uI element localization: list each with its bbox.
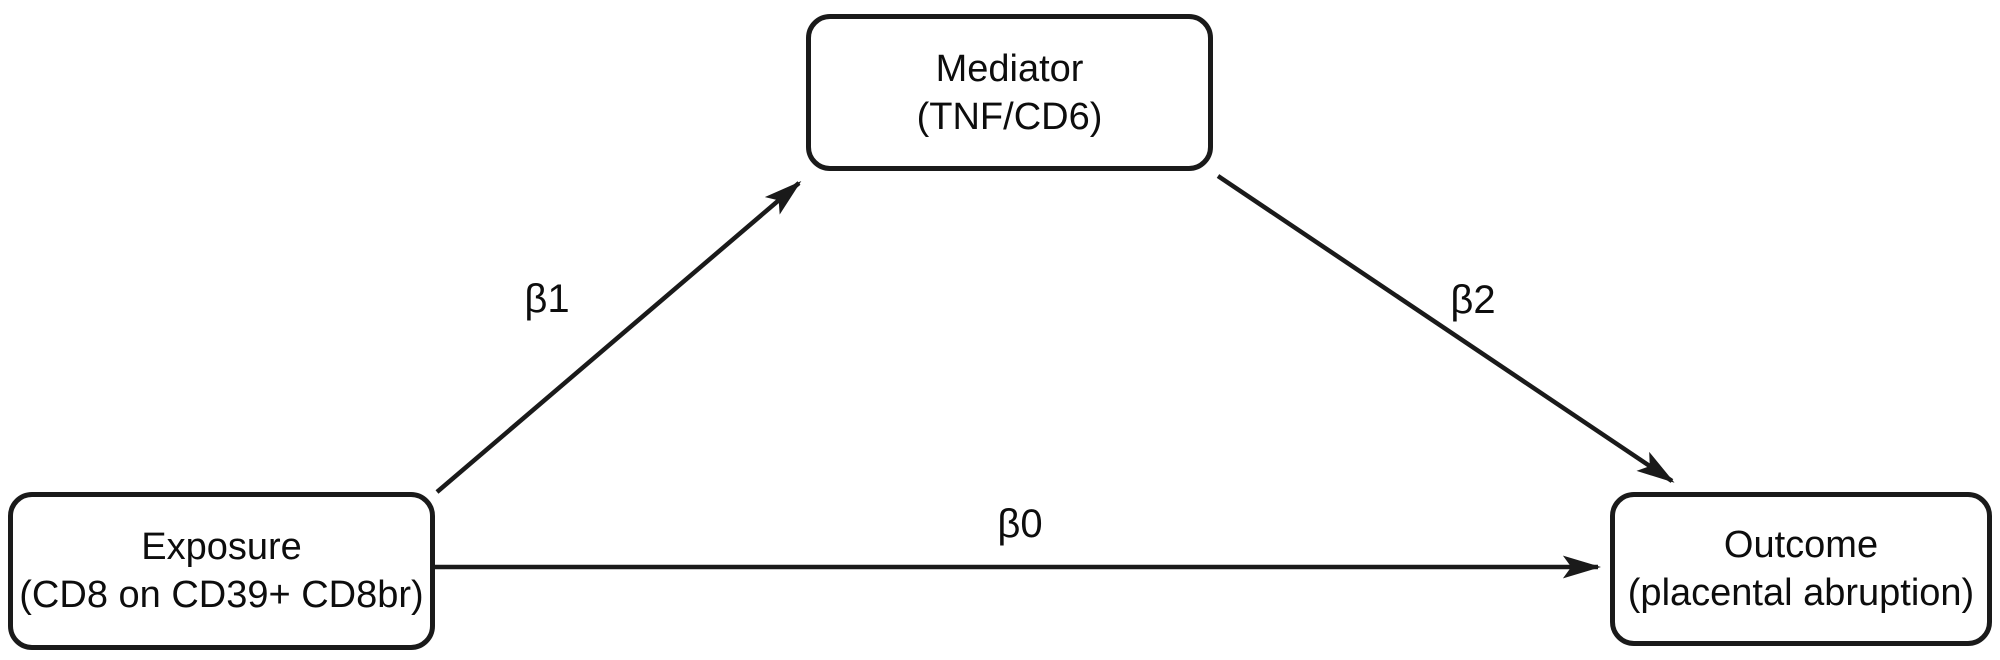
outcome-node: Outcome (placental abruption) [1610,492,1992,646]
arrow-mediator-to-outcome [1216,174,1675,483]
outcome-node-subtitle: (placental abruption) [1627,572,1975,614]
exposure-node-subtitle: (CD8 on CD39+ CD8br) [19,574,424,616]
arrow-exposure-to-mediator [435,181,802,494]
exposure-node: Exposure (CD8 on CD39+ CD8br) [8,492,435,650]
edge-label-beta2: β2 [1450,278,1496,322]
outcome-node-title: Outcome [1723,524,1879,566]
edge-label-beta0: β0 [997,502,1043,546]
mediator-node: Mediator (TNF/CD6) [806,14,1213,171]
exposure-node-title: Exposure [141,526,302,568]
mediator-node-title: Mediator [935,47,1084,90]
mediator-node-subtitle: (TNF/CD6) [916,95,1103,138]
edge-label-beta1: β1 [524,277,570,321]
